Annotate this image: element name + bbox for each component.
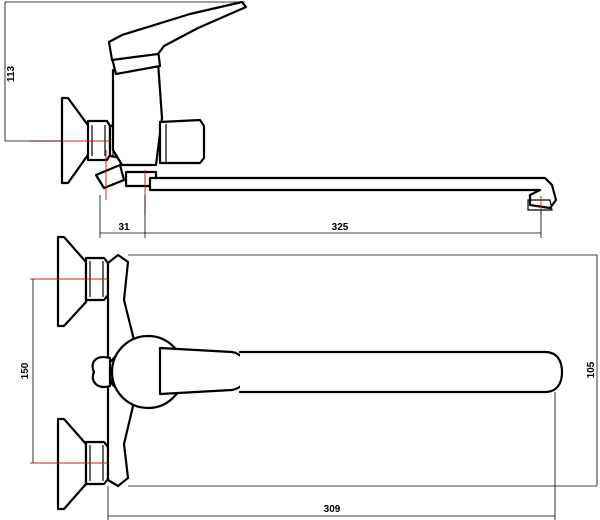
- side-long-spout: [148, 176, 558, 210]
- dimension-150-label: 150: [20, 362, 31, 379]
- dimension-325-label: 325: [332, 222, 349, 233]
- front-long-spout: [238, 350, 564, 394]
- dimension-309: 309: [107, 392, 556, 520]
- side-faucet-body: [111, 60, 164, 167]
- side-diverter-knob[interactable]: [158, 118, 206, 165]
- dimension-31-label: 31: [118, 222, 130, 233]
- front-bottom-flange: [56, 417, 88, 511]
- dimension-150: 150: [20, 279, 34, 463]
- dimension-309-label: 309: [324, 504, 341, 515]
- front-lever[interactable]: [158, 346, 248, 396]
- dimension-113: 113: [4, 1, 245, 142]
- dimension-31-325: 31 325: [99, 195, 542, 238]
- front-cartridge-cap: [91, 356, 112, 388]
- dimension-105: 105: [128, 254, 598, 487]
- front-view: [56, 235, 564, 511]
- dimension-113-label: 113: [6, 65, 17, 82]
- side-lever-handle[interactable]: [107, 0, 248, 62]
- side-swivel-outlet: [94, 163, 126, 190]
- front-top-flange: [56, 235, 88, 328]
- side-view: [60, 0, 558, 211]
- dimension-105-label: 105: [586, 361, 597, 378]
